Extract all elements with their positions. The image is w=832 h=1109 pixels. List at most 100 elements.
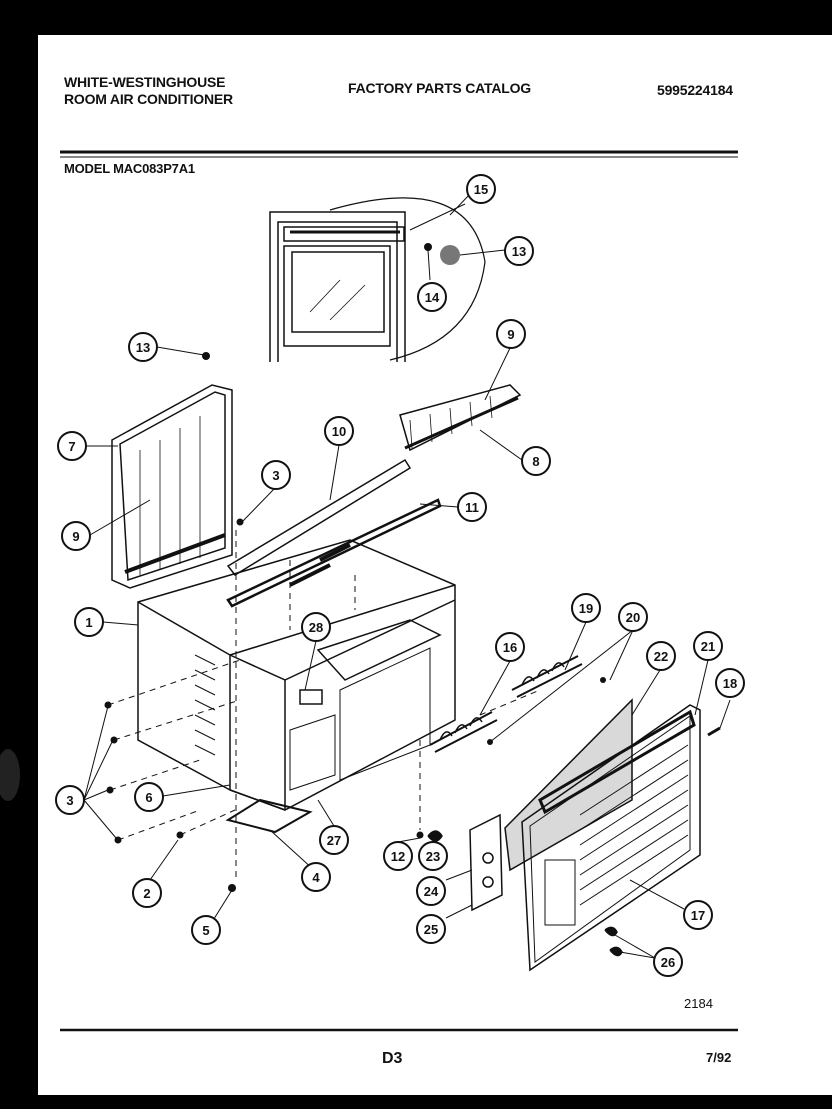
callout-3: 3 — [55, 785, 85, 815]
callout-circle — [383, 841, 413, 871]
callout-label: 21 — [701, 639, 715, 654]
callout-8: 8 — [521, 446, 551, 476]
callout-3: 3 — [261, 460, 291, 490]
callout-circle — [418, 841, 448, 871]
exploded-diagram — [83, 193, 731, 972]
callout-circle — [134, 782, 164, 812]
callout-circle — [646, 641, 676, 671]
callout-label: 26 — [661, 955, 675, 970]
callout-17: 17 — [683, 900, 713, 930]
leader-lines — [83, 193, 731, 959]
inset-detail — [269, 197, 486, 362]
callout-circle — [301, 612, 331, 642]
callout-13: 13 — [128, 332, 158, 362]
callout-circle — [416, 914, 446, 944]
callout-5: 5 — [191, 915, 221, 945]
callout-19: 19 — [571, 593, 601, 623]
front-cover — [521, 704, 721, 972]
scan-smudge — [0, 749, 20, 801]
callout-label: 4 — [312, 870, 320, 885]
callout-label: 24 — [424, 884, 439, 899]
front-grille-panel — [111, 352, 233, 589]
callout-label: 9 — [507, 327, 514, 342]
callout-circle — [324, 416, 354, 446]
page-code: D3 — [382, 1050, 403, 1067]
callout-circle — [74, 607, 104, 637]
air-louver — [399, 384, 522, 452]
callout-circle — [301, 862, 331, 892]
callout-circle — [417, 282, 447, 312]
callout-16: 16 — [495, 632, 525, 662]
brand-line-1: WHITE-WESTINGHOUSE — [64, 74, 226, 90]
callout-22: 22 — [646, 641, 676, 671]
callout-circle — [191, 915, 221, 945]
diagram-code: 2184 — [684, 996, 713, 1011]
callout-circle — [132, 878, 162, 908]
callout-circle — [683, 900, 713, 930]
callout-1: 1 — [74, 607, 104, 637]
brand-line-2: ROOM AIR CONDITIONER — [64, 91, 233, 107]
callout-label: 22 — [654, 649, 668, 664]
callout-circle — [693, 631, 723, 661]
callout-10: 10 — [324, 416, 354, 446]
callout-label: 3 — [66, 793, 73, 808]
callout-11: 11 — [457, 492, 487, 522]
callout-circle — [457, 492, 487, 522]
callout-label: 1 — [85, 615, 92, 630]
callout-14: 14 — [417, 282, 447, 312]
callout-9: 9 — [61, 521, 91, 551]
callout-label: 14 — [425, 290, 440, 305]
callout-label: 10 — [332, 424, 346, 439]
callout-4: 4 — [301, 862, 331, 892]
callout-label: 20 — [626, 610, 640, 625]
callout-circle — [504, 236, 534, 266]
callout-circle — [496, 319, 526, 349]
callout-circle — [653, 947, 683, 977]
callout-28: 28 — [301, 612, 331, 642]
callout-circle — [521, 446, 551, 476]
brackets — [429, 655, 583, 753]
callout-label: 5 — [202, 923, 209, 938]
callout-25: 25 — [416, 914, 446, 944]
callout-circle — [416, 876, 446, 906]
callout-label: 2 — [143, 886, 150, 901]
callout-18: 18 — [715, 668, 745, 698]
callout-circle — [715, 668, 745, 698]
catalog-number: 5995224184 — [657, 82, 733, 98]
callout-label: 18 — [723, 676, 737, 691]
callout-circle — [55, 785, 85, 815]
screw-heads — [104, 518, 606, 892]
callout-circle — [261, 460, 291, 490]
callout-13: 13 — [504, 236, 534, 266]
callout-24: 24 — [416, 876, 446, 906]
fasteners — [107, 530, 541, 880]
catalog-title: FACTORY PARTS CATALOG — [348, 80, 531, 96]
callout-label: 11 — [465, 500, 479, 515]
callout-circle — [319, 825, 349, 855]
callout-20: 20 — [618, 602, 648, 632]
callout-label: 23 — [426, 849, 440, 864]
callout-circle — [495, 632, 525, 662]
date-code: 7/92 — [706, 1050, 732, 1065]
callout-label: 7 — [68, 439, 75, 454]
callout-label: 9 — [72, 529, 79, 544]
callout-12: 12 — [383, 841, 413, 871]
callout-label: 3 — [272, 468, 279, 483]
callout-label: 15 — [474, 182, 488, 197]
callout-6: 6 — [134, 782, 164, 812]
callout-9: 9 — [496, 319, 526, 349]
callout-label: 27 — [327, 833, 341, 848]
callout-21: 21 — [693, 631, 723, 661]
callout-circle — [466, 174, 496, 204]
callout-circle — [571, 593, 601, 623]
brand-title: WHITE-WESTINGHOUSE ROOM AIR CONDITIONER — [64, 74, 233, 108]
callout-label: 6 — [145, 790, 152, 805]
callout-2: 2 — [132, 878, 162, 908]
callout-circle — [57, 431, 87, 461]
callout-27: 27 — [319, 825, 349, 855]
callout-7: 7 — [57, 431, 87, 461]
callout-circle — [618, 602, 648, 632]
callout-26: 26 — [653, 947, 683, 977]
